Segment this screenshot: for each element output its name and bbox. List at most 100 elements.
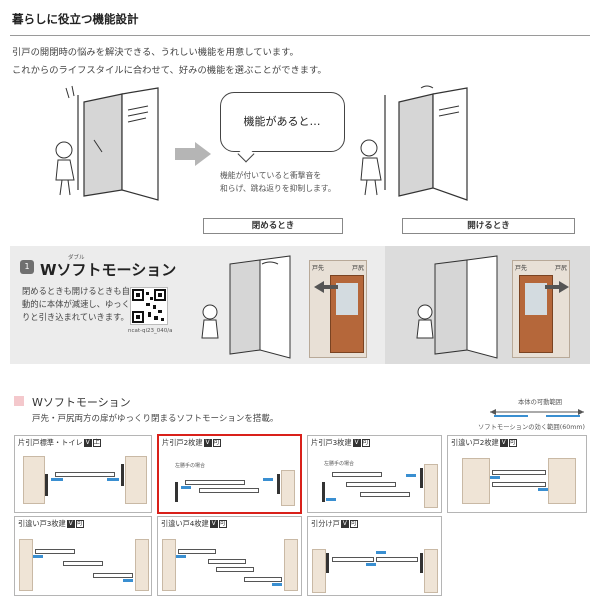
door-panel [492, 470, 546, 475]
door-panel [360, 492, 410, 497]
damper-mark [123, 579, 133, 582]
damper-mark [181, 486, 191, 489]
frame-bar [175, 482, 178, 502]
wall-left [312, 549, 326, 593]
chip-option: 可 [508, 439, 517, 447]
feature-closing-illustration [201, 255, 291, 359]
damper-mark [538, 488, 548, 491]
closing-illustration [55, 85, 159, 201]
chip-option: 可 [218, 520, 227, 528]
intro-line-2: これからのライフスタイルに合わせて、好みの機能を選ぶことができます。 [12, 65, 327, 76]
callout-sub-2: 和らげ、跳ね返りを抑制します。 [220, 184, 336, 193]
wall-left [462, 458, 490, 504]
feature-desc-2: 動的に本体が減速し、ゆっく [22, 299, 130, 309]
section-desc: 戸先・戸尻両方の扉がゆっくり閉まるソフトモーションを搭載。 [32, 414, 279, 424]
chip-v: V [209, 520, 218, 528]
damper-mark [326, 498, 336, 501]
chip-v: V [66, 520, 75, 528]
door-panel [63, 561, 103, 566]
cell-title-text: 片引戸標準・トイレ [18, 438, 83, 447]
frame-bar [277, 474, 280, 494]
label-opening: 開けるとき [402, 218, 575, 234]
range-label-top: 本体の可動範囲 [518, 399, 563, 406]
cell-title-text: 片引戸2枚建 [162, 438, 203, 447]
arrow-right-icon [175, 142, 211, 166]
cell-title-text: 引違い戸2枚建 [451, 438, 499, 447]
damper-mark [51, 478, 63, 481]
page-title: 暮らしに役立つ機能設計 [12, 12, 139, 26]
feature-desc-3: りと引き込まれていきます。 [22, 312, 129, 322]
qr-code[interactable] [130, 287, 168, 325]
chip-option: 可 [349, 520, 358, 528]
opening-illustration [360, 85, 468, 201]
cell-title-text: 引違い戸3枚建 [18, 519, 66, 528]
section-marker [14, 396, 24, 406]
arrow-left-icon [314, 281, 338, 293]
callout-sub-1: 機能が付いていると衝撃音を [220, 171, 322, 180]
frame-bar [121, 464, 124, 486]
chip-v: V [83, 439, 92, 447]
chip-option: 可 [361, 439, 370, 447]
door-panel [216, 567, 254, 572]
speech-bubble-text: 機能があると… [243, 115, 321, 128]
cell-note: 左勝手の場合 [324, 461, 355, 467]
chip-option: 可 [75, 520, 84, 528]
damper-mark [176, 555, 186, 558]
range-label-bottom: ソフトモーションの効く範囲(60mm) [478, 424, 585, 431]
wall-left [19, 539, 33, 591]
door-panel [332, 557, 374, 562]
frame-bar [322, 482, 325, 502]
door-panel [346, 482, 396, 487]
door-panel [178, 549, 216, 554]
frame-bar [45, 474, 48, 496]
wall-left [23, 456, 45, 504]
damper-mark [376, 551, 386, 554]
photo-label-tosaki: 戸先 [515, 265, 528, 272]
wall-right [548, 458, 576, 504]
damper-mark [272, 583, 282, 586]
cell-title-text: 引違い戸4枚建 [161, 519, 209, 528]
section-title: Wソフトモーション [32, 396, 131, 409]
door-panel [199, 488, 259, 493]
chip-v: V [340, 520, 349, 528]
chip-v: V [352, 439, 361, 447]
feature-ruby: ダブル [68, 255, 85, 261]
frame-bar [420, 468, 423, 488]
chip-v: V [499, 439, 508, 447]
intro-line-1: 引戸の開閉時の悩みを解決できる、うれしい機能を用意しています。 [12, 47, 299, 58]
feature-desc-1: 閉めるときも開けるときも自 [22, 286, 130, 296]
cell-title-text: 引分け戸 [311, 519, 340, 528]
damper-mark [406, 474, 416, 477]
cell-title-text: 片引戸3枚建 [311, 438, 352, 447]
damper-mark [107, 478, 119, 481]
door-panel [332, 472, 382, 477]
photo-opening: 戸先 戸尻 [512, 260, 570, 358]
photo-label-tojiri: 戸尻 [351, 265, 364, 272]
wall-right [284, 539, 298, 591]
door-panel [55, 472, 115, 477]
door-panel [208, 559, 246, 564]
door-panel [492, 482, 546, 487]
damper-mark [366, 563, 376, 566]
photo-label-tojiri: 戸尻 [554, 265, 567, 272]
frame-bar [420, 553, 423, 573]
door-panel [93, 573, 133, 578]
door-panel [35, 549, 75, 554]
door-panel [376, 557, 418, 562]
arrow-right-icon [545, 281, 569, 293]
qr-code-icon [132, 289, 166, 323]
chip-option: 可 [212, 439, 221, 447]
wall-left [162, 539, 176, 591]
